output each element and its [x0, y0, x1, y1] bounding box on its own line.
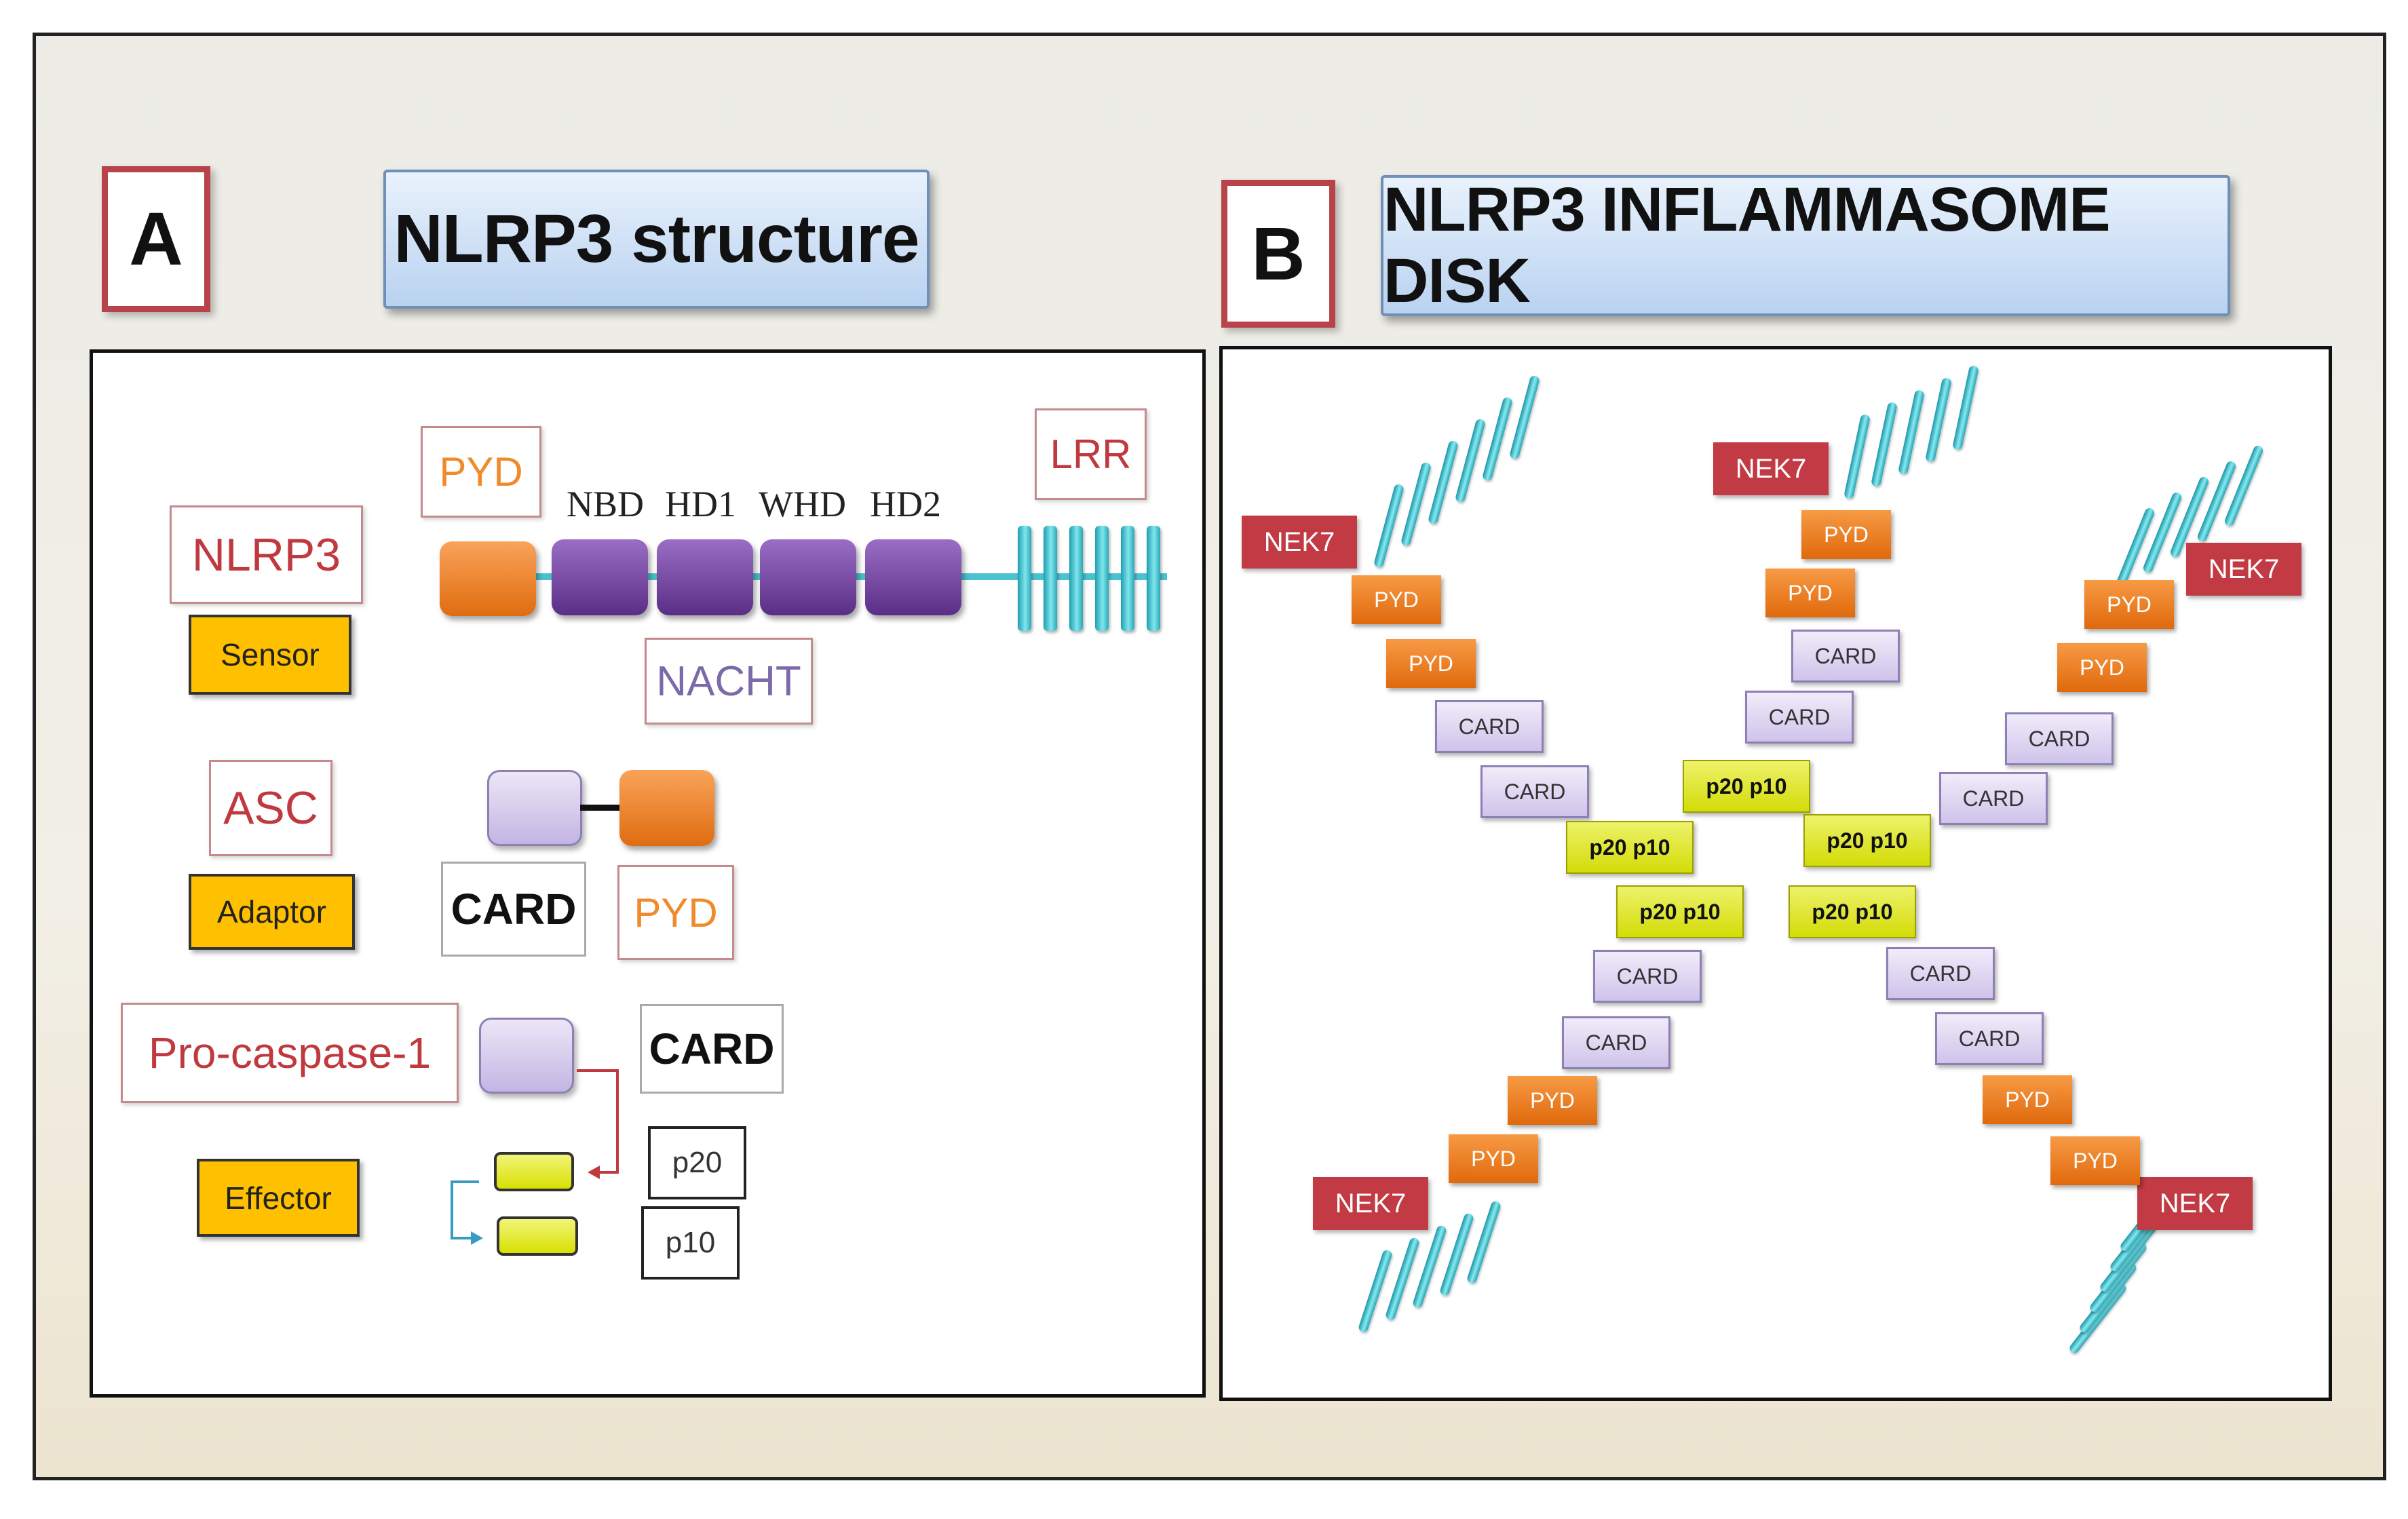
p20-p10-box: p20 p10 — [1683, 760, 1810, 813]
lrr-label: LRR — [1035, 408, 1147, 500]
asc-card-domain — [487, 770, 582, 846]
card-box: CARD — [1562, 1016, 1670, 1069]
lrr-repeat — [1121, 526, 1134, 631]
hd2-domain — [865, 539, 961, 615]
asc-pyd-domain — [619, 770, 714, 846]
card-box: CARD — [1791, 630, 1900, 682]
pyd-box: PYD — [1983, 1075, 2072, 1124]
lrr-repeat — [1095, 526, 1109, 631]
pyd-box: PYD — [1508, 1076, 1597, 1125]
p10-domain — [497, 1216, 578, 1256]
card-box: CARD — [1886, 947, 1995, 1000]
nek7-box: NEK7 — [1313, 1177, 1428, 1230]
lrr-repeat — [1147, 526, 1160, 631]
card-box: CARD — [1745, 691, 1854, 744]
procaspase-card-domain — [479, 1018, 574, 1094]
panel-a-letter: A — [102, 166, 210, 312]
nbd-domain — [552, 539, 648, 615]
p20-p10-box: p20 p10 — [1803, 814, 1931, 867]
card-box: CARD — [2005, 712, 2114, 765]
nbd-label: NBD — [567, 484, 645, 524]
pyd-box: PYD — [1386, 639, 1476, 688]
nlrp3-pyd-domain — [440, 541, 536, 616]
pyd-box: PYD — [1765, 569, 1855, 617]
asc-pyd-label: PYD — [617, 865, 734, 960]
p20-p10-box: p20 p10 — [1566, 821, 1694, 874]
pyd-box: PYD — [2057, 643, 2147, 692]
pyd-box: PYD — [2050, 1136, 2140, 1185]
panel-b-title: NLRP3 INFLAMMASOME DISK — [1381, 175, 2230, 316]
card-box: CARD — [1939, 772, 2048, 825]
nek7-box: NEK7 — [2137, 1177, 2253, 1230]
effector-role: Effector — [197, 1159, 360, 1237]
hd1-label: HD1 — [665, 484, 736, 524]
panel-b-letter: B — [1221, 180, 1335, 328]
whd-label: WHD — [759, 484, 846, 524]
asc-linker — [580, 805, 622, 811]
nacht-label: NACHT — [645, 638, 813, 725]
nek7-box: NEK7 — [2186, 543, 2301, 596]
procaspase-label: Pro-caspase-1 — [121, 1003, 459, 1103]
card-box: CARD — [1593, 950, 1702, 1003]
procaspase-card-label: CARD — [640, 1004, 784, 1094]
pyd-box: PYD — [1449, 1134, 1538, 1183]
p20-p10-box: p20 p10 — [1616, 885, 1744, 938]
asc-label: ASC — [209, 760, 332, 856]
pyd-box: PYD — [1352, 575, 1441, 624]
lrr-repeat — [1018, 526, 1031, 631]
adaptor-role: Adaptor — [189, 874, 355, 950]
card-box: CARD — [1480, 765, 1589, 818]
nek7-box: NEK7 — [1242, 516, 1357, 569]
lrr-repeat — [1069, 526, 1083, 631]
panel-b — [1219, 346, 2332, 1401]
nlrp3-pyd-label: PYD — [421, 426, 541, 518]
card-box: CARD — [1435, 700, 1544, 753]
panel-a-title: NLRP3 structure — [383, 170, 930, 309]
asc-card-label: CARD — [441, 862, 586, 957]
nlrp3-label: NLRP3 — [170, 505, 363, 604]
cleavage-arrows — [451, 1069, 619, 1245]
pyd-box: PYD — [2084, 580, 2174, 629]
hd1-domain — [657, 539, 753, 615]
p20-domain — [494, 1152, 574, 1191]
lrr-repeat — [1044, 526, 1057, 631]
card-box: CARD — [1935, 1012, 2044, 1065]
p20-label: p20 — [648, 1126, 746, 1199]
p10-label: p10 — [641, 1206, 740, 1280]
pyd-box: PYD — [1801, 510, 1891, 559]
nek7-box: NEK7 — [1713, 442, 1829, 495]
p20-p10-box: p20 p10 — [1789, 885, 1916, 938]
hd2-label: HD2 — [870, 484, 941, 524]
sensor-role: Sensor — [189, 615, 351, 695]
whd-domain — [760, 539, 856, 615]
